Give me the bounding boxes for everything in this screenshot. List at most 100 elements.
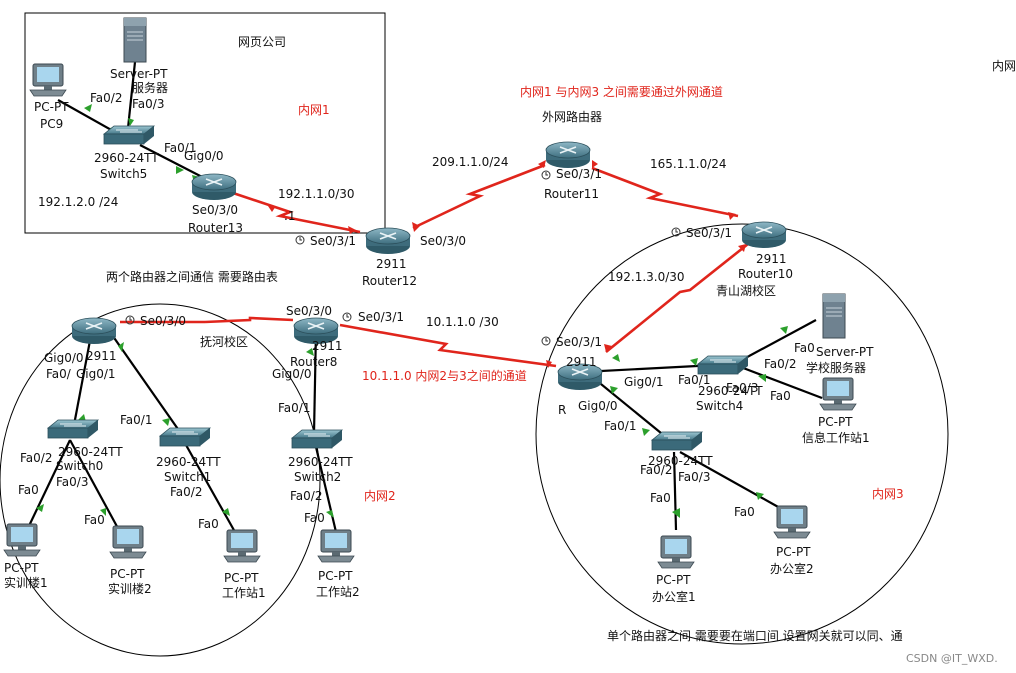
port-label: .1 [284,209,295,223]
note-n13: 内网1 与内网3 之间需要通过外网通道 [520,85,723,99]
port-label: Gig0/0 [44,351,84,365]
port-label: Fa0/2 [20,451,52,465]
server-school-node[interactable] [822,293,846,339]
pc-gz1-type: PC-PT [224,571,259,585]
port-label: Gig0/1 [624,375,664,389]
pc-sx2-name: 实训楼2 [108,581,152,596]
port-label: Se0/3/1 [556,167,602,181]
router13-name: Router13 [188,221,243,235]
net-165: 165.1.1.0/24 [650,157,727,171]
router10-type: 2911 [756,252,787,266]
pc-gz1-node[interactable] [223,529,261,563]
port-label: Fa0/2 [170,485,202,499]
port-label: Fa0 [18,483,39,497]
port-label: Fa0 [304,511,325,525]
clock-icon [125,170,681,346]
port-label: Fa0/2 [640,463,672,477]
net-192-1-3: 192.1.3.0/30 [608,270,685,284]
pc-sx1-name: 实训楼1 [4,575,48,590]
pc-office1-name: 办公室1 [652,589,696,604]
serial-links [120,163,749,368]
port-label: Fa0/1 [678,373,710,387]
pc-office2-type: PC-PT [776,545,811,559]
switch0-name: Switch0 [56,459,103,473]
pc-office2-name: 办公室2 [770,561,814,576]
pc-info1-name: 信息工作站1 [802,430,870,445]
area-intranet2: 内网2 [364,489,396,503]
pc-gz1-name: 工作站1 [222,586,266,600]
pc-info1-type: PC-PT [818,415,853,429]
router11-name: Router11 [544,187,599,201]
port-label: Gig0/0 [272,367,312,381]
switch1-node[interactable] [159,427,211,447]
server-top-name: 服务器 [132,80,168,95]
switch1-name: Switch1 [164,470,211,484]
router8-type: 2911 [312,339,343,353]
intranet2-boundary [0,303,321,657]
router10-name: Router10 [738,267,793,281]
port-label: Fa0 [734,505,755,519]
campus-fh: 抚河校区 [200,334,248,349]
router11-node[interactable] [545,141,591,169]
pc9-name: PC9 [40,117,63,131]
port-label: Fa0/3 [132,97,164,111]
port-label: Fa0/2 [90,91,122,105]
port-label: Se0/3/0 [192,203,238,217]
port-label: Gig0/1 [76,367,116,381]
port-label: Fa0 [770,389,791,403]
net-209: 209.1.1.0/24 [432,155,509,169]
server-top-node[interactable] [123,17,147,63]
switch0-node[interactable] [47,419,99,439]
port-label: Fa0 [198,517,219,531]
port-label: Fa0/2 [764,357,796,371]
port-label: Se0/3/1 [358,310,404,324]
switch1-type: 2960-24TT [156,455,221,469]
switch-r3-node[interactable] [651,431,703,451]
pc-sx1-node[interactable] [3,523,41,557]
server-top-type: Server-PT [110,67,168,81]
router12-node[interactable] [365,227,411,255]
port-label: Fa0/1 [164,141,196,155]
port-label: Fa0/1 [120,413,152,427]
port-label: Fa0/3 [678,470,710,484]
port-label: Se0/3/0 [420,234,466,248]
port-label: Fa0/1 [604,419,636,433]
router8-name: Router8 [290,355,337,369]
switch2-name: Switch2 [294,470,341,484]
router10-node[interactable] [741,221,787,249]
port-label: Se0/3/0 [140,314,186,328]
router-left-node[interactable] [71,317,117,345]
router-left-type: 2911 [86,349,117,363]
port-label: Gig0/0 [578,399,618,413]
note-external-router: 外网路由器 [542,109,602,124]
switch4-type: 2960-24TT [698,384,763,398]
switch5-type: 2960-24TT [94,151,159,165]
pc-gz2-type: PC-PT [318,569,353,583]
pc-gz2-node[interactable] [317,529,355,563]
router13-node[interactable] [191,173,237,201]
pc-office2-node[interactable] [773,505,811,539]
intranet3-boundary [535,223,949,645]
switch4-node[interactable] [697,355,749,375]
port-label: Fa0/3 [56,475,88,489]
pc9-node[interactable] [29,63,67,97]
net-192-1-2: 192.1.2.0 /24 [38,195,118,209]
pc-sx2-node[interactable] [109,525,147,559]
area-intranet1: 内网1 [298,103,330,117]
router12-type: 2911 [376,257,407,271]
ethernet-links [27,61,823,533]
port-label: Se0/3/0 [286,304,332,318]
area-intranet3: 内网3 [872,487,904,501]
switch5-node[interactable] [103,125,155,145]
port-label: Fa0/1 [278,401,310,415]
switch2-node[interactable] [291,429,343,449]
pc-sx1-type: PC-PT [4,561,39,575]
port-label: Fa0 [84,513,105,527]
pc-office1-node[interactable] [657,535,695,569]
pc-info1-node[interactable] [819,377,857,411]
pc-gz2-name: 工作站2 [316,585,360,599]
pc-office1-type: PC-PT [656,573,691,587]
port-label: Se0/3/1 [556,335,602,349]
port-label: Se0/3/1 [686,226,732,240]
